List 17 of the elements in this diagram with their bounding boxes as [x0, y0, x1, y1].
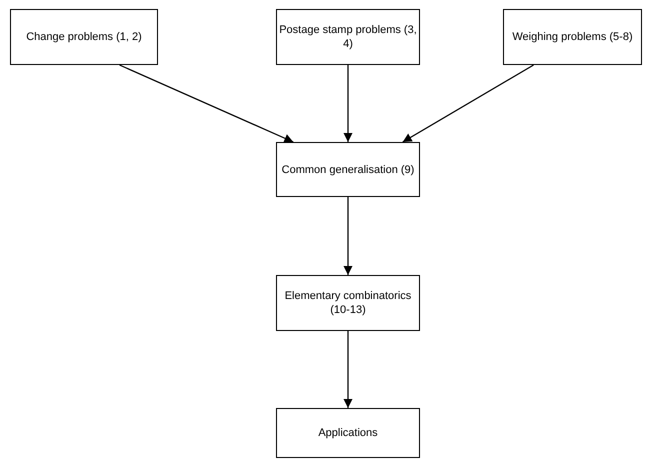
box-label: Common generalisation (9): [282, 162, 414, 176]
box-label: Change problems (1, 2): [26, 30, 142, 44]
process-box: [276, 408, 420, 458]
process-box: [276, 9, 420, 65]
arrow: [344, 197, 352, 275]
box-label: Elementary combinatorics (10-13): [284, 289, 412, 317]
process-box: [276, 142, 420, 197]
arrow: [344, 331, 352, 408]
process-box: [276, 275, 420, 331]
box-label: Weighing problems (5-8): [512, 30, 633, 44]
box-label: Postage stamp problems (3, 4): [278, 23, 418, 51]
process-box: [503, 9, 642, 65]
arrow: [402, 64, 534, 143]
process-box: [10, 9, 158, 65]
box-label: Applications: [318, 426, 378, 440]
arrow: [119, 64, 294, 143]
arrow: [344, 65, 352, 142]
